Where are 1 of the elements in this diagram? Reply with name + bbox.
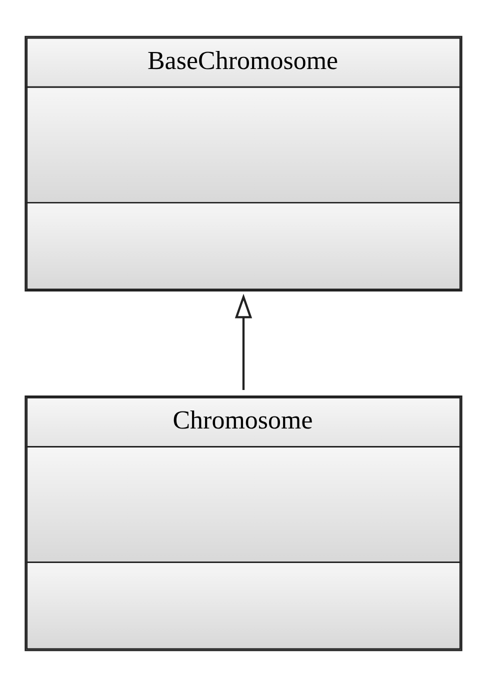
arrow bbox=[234, 293, 252, 390]
